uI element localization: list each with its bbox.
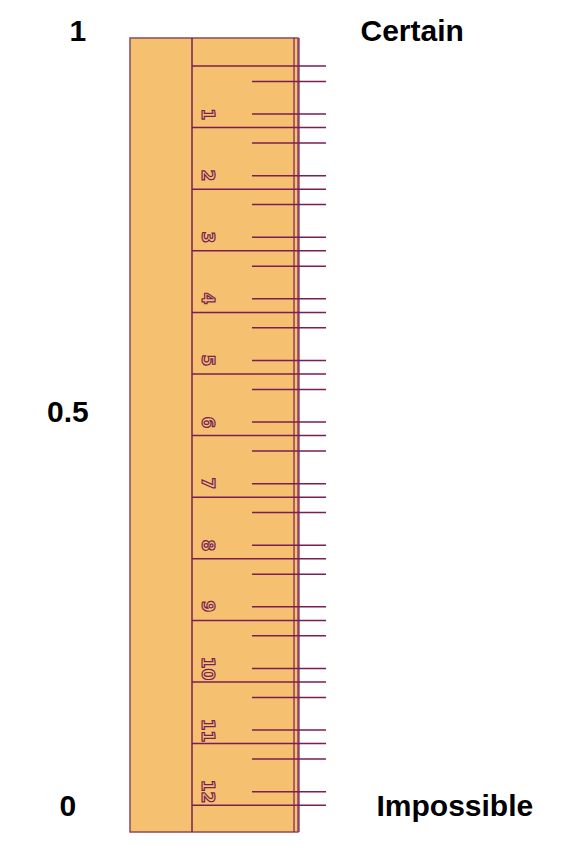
tick-mark [252, 81, 326, 83]
tick-mark [252, 450, 326, 452]
tick-mark [252, 606, 326, 608]
ruler-number: 1 [202, 106, 214, 124]
ruler-number: 2 [202, 167, 214, 185]
ruler-number: 5 [199, 355, 216, 367]
tick-mark [192, 65, 326, 67]
tick-mark [252, 421, 326, 423]
scale-label: 0.5 [47, 397, 89, 427]
tick-mark [252, 697, 326, 699]
tick-mark [192, 127, 326, 129]
scale-label: Certain [361, 16, 464, 46]
tick-mark [192, 620, 326, 622]
ruler-number: 8 [199, 539, 216, 551]
scale-label: Impossible [377, 791, 534, 821]
tick-mark [192, 496, 326, 498]
tick-mark [192, 373, 326, 375]
tick-marks [192, 66, 326, 805]
tick-mark [252, 512, 326, 514]
ruler-number: 12 [196, 783, 220, 801]
scale-label: 0.5 [47, 397, 89, 427]
ruler-number: 10 [196, 660, 220, 678]
tick-mark [192, 681, 326, 683]
scale-label: 0 [60, 791, 77, 821]
tick-mark [252, 668, 326, 670]
tick-mark [252, 175, 326, 177]
ruler-number: 2 [199, 170, 216, 182]
scale-label: Certain [361, 16, 464, 46]
tick-mark [192, 558, 326, 560]
ruler-number: 6 [199, 416, 216, 428]
tick-mark [192, 743, 326, 745]
ruler-number: 11 [196, 722, 220, 740]
tick-mark [252, 483, 326, 485]
ruler-number: 7 [199, 478, 216, 490]
ruler-number: 9 [202, 598, 214, 616]
ruler-number: 3 [199, 231, 216, 243]
tick-mark [192, 804, 326, 806]
ruler-number: 12 [199, 780, 216, 804]
ruler-number: 11 [199, 718, 216, 742]
ruler-number: 5 [202, 352, 214, 370]
scale-label: 1 [70, 16, 87, 46]
ruler-number: 8 [202, 537, 214, 555]
scale-label: Impossible [377, 791, 534, 821]
ruler-number: 10 [199, 657, 216, 681]
tick-mark [252, 265, 326, 267]
tick-mark [192, 188, 326, 190]
tick-mark [252, 758, 326, 760]
ruler-number: 4 [199, 293, 216, 305]
tick-mark [192, 435, 326, 437]
tick-mark [252, 544, 326, 546]
tick-mark [252, 236, 326, 238]
ruler-number: 7 [202, 475, 214, 493]
tick-mark [252, 635, 326, 637]
scale-label: 0 [60, 791, 77, 821]
ruler-number: 4 [202, 290, 214, 308]
tick-mark [252, 298, 326, 300]
ruler-number: 9 [199, 601, 216, 613]
tick-mark [252, 204, 326, 206]
tick-mark [252, 113, 326, 115]
tick-mark [192, 312, 326, 314]
ruler-number: 6 [202, 414, 214, 432]
scale-label: 1 [70, 16, 87, 46]
ruler-number: 3 [202, 229, 214, 247]
tick-mark [252, 327, 326, 329]
tick-mark [252, 729, 326, 731]
tick-mark [252, 389, 326, 391]
tick-mark [252, 142, 326, 144]
tick-mark [252, 791, 326, 793]
tick-mark [192, 250, 326, 252]
tick-mark [252, 360, 326, 362]
tick-mark [252, 573, 326, 575]
ruler-number: 1 [199, 108, 216, 120]
